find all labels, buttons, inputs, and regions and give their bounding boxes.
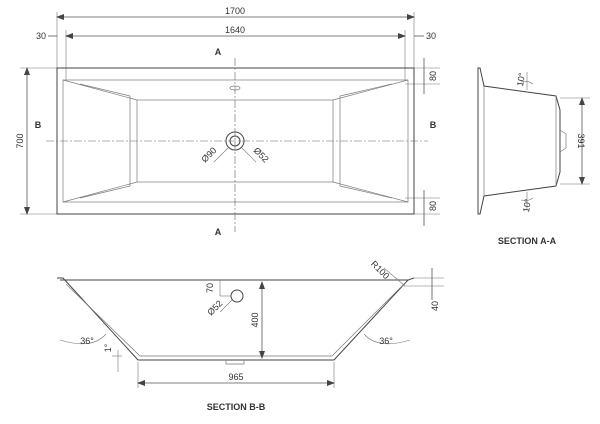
section-a-marker-bottom: A <box>215 227 222 237</box>
section-b-marker-left: B <box>35 120 42 130</box>
waste-outlet <box>225 360 245 365</box>
section-aa-top-angle-label: 10° <box>515 72 527 88</box>
left-rim-label: 30 <box>36 31 46 41</box>
overflow-offset-label: 70 <box>205 283 215 293</box>
section-bb-depth-label: 400 <box>250 312 260 327</box>
section-bb-base-fall-label: 1° <box>103 343 113 352</box>
top-rim-label: 80 <box>428 71 438 81</box>
section-aa-height-label: 391 <box>576 133 586 148</box>
bottom-rim-label: 80 <box>428 201 438 211</box>
section-bb-base-length-label: 965 <box>228 372 243 382</box>
section-aa-bottom-angle-label: 10° <box>521 198 533 214</box>
inner-width-label: 1640 <box>225 25 245 35</box>
section-bb: 70 Ø52 400 40 R100 36° 36° 1° 965 SECTIO… <box>57 259 444 412</box>
section-aa-profile <box>477 67 561 215</box>
waste-outer-diameter-label: Ø90 <box>199 145 218 164</box>
section-bb-right-angle-label: 36° <box>379 336 393 346</box>
section-bb-left-angle-label: 36° <box>80 336 94 346</box>
section-bb-rim-label: 40 <box>430 301 440 311</box>
right-rim-label: 30 <box>426 31 436 41</box>
section-bb-radius-label: R100 <box>369 259 391 281</box>
plan-view: 1700 1640 30 30 700 80 80 <box>15 6 440 237</box>
section-a-marker-top: A <box>215 47 222 57</box>
overall-width-label: 1700 <box>225 6 245 16</box>
overflow-hole <box>230 289 244 303</box>
section-aa: 10° 10° 391 SECTION A-A <box>477 67 590 246</box>
section-b-marker-right: B <box>430 120 437 130</box>
section-bb-title: SECTION B-B <box>207 402 266 412</box>
section-aa-title: SECTION A-A <box>498 236 557 246</box>
overflow-diameter-label: Ø52 <box>205 298 224 317</box>
overall-depth-label: 700 <box>15 133 25 148</box>
waste-inner-diameter-label: Ø52 <box>252 145 271 164</box>
